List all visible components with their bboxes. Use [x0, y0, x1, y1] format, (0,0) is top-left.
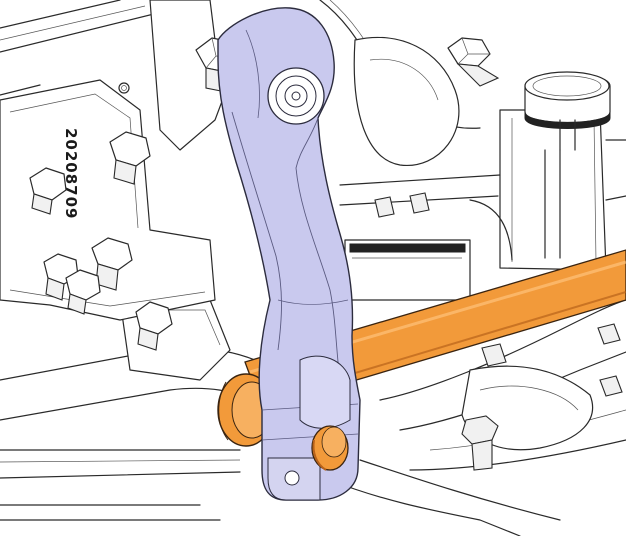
link-bolt-head	[311, 425, 349, 471]
stabilizer-link	[217, 7, 361, 501]
small-hardware-details	[118, 82, 576, 151]
hex-bolt-bottom-center	[461, 415, 499, 471]
hex-bolt-left-2	[29, 167, 67, 215]
upper-pivot-bushing	[267, 67, 325, 125]
part-number-stamp: 20208709	[62, 128, 80, 220]
hex-bolt-right-upper	[447, 37, 500, 87]
cylinder-cap	[524, 71, 611, 129]
hex-bolt-left-5	[65, 269, 101, 315]
hex-bolt-lower-left	[135, 301, 173, 351]
bolt-right-lower	[481, 323, 623, 397]
hex-bolt-left-3	[91, 237, 133, 291]
lower-clamp-hole	[267, 457, 321, 501]
hex-bolt-left-1	[109, 131, 151, 185]
